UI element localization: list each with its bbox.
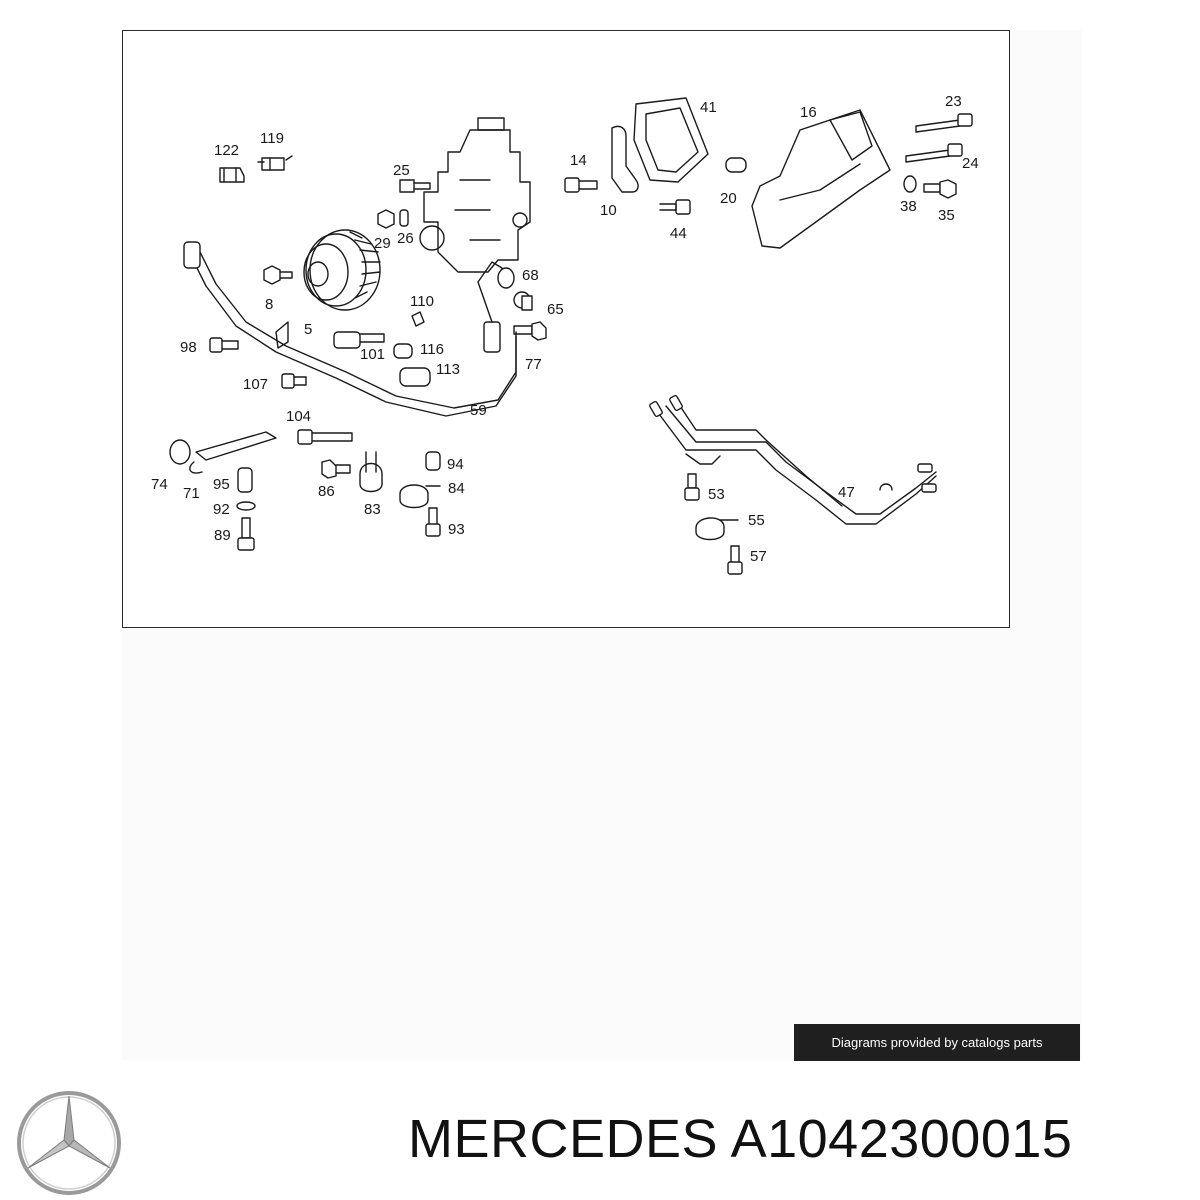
bolt-86-icon [321, 459, 351, 479]
diagram-credit-caption: Diagrams provided by catalogs parts [794, 1024, 1080, 1061]
part-number: A1042300015 [730, 1109, 1073, 1169]
callout-25: 25 [393, 162, 410, 179]
callout-101: 101 [360, 346, 385, 363]
clip-119-icon [257, 155, 293, 171]
steering-gear-icon [419, 117, 531, 273]
callout-29: 29 [374, 235, 391, 252]
callout-10: 10 [600, 202, 617, 219]
bolt-35-icon [923, 179, 957, 199]
callout-116: 116 [420, 341, 444, 358]
bolt-65-icon [513, 291, 533, 311]
callout-16: 16 [800, 104, 817, 121]
pulley-icon [303, 229, 381, 311]
clamp-5-icon [275, 321, 289, 349]
nut-29-icon [377, 209, 395, 229]
clamp-84-icon [399, 484, 441, 509]
bolt-14-icon [564, 177, 598, 193]
bolt-107-icon [281, 373, 307, 389]
clamp-55-icon [695, 517, 739, 541]
callout-110: 110 [410, 293, 434, 310]
callout-92: 92 [213, 501, 230, 518]
diagram-frame [122, 30, 1010, 628]
callout-113: 113 [436, 361, 460, 378]
callout-71: 71 [183, 485, 200, 502]
callout-24: 24 [962, 155, 979, 172]
callout-104: 104 [286, 408, 311, 425]
grommet-74-icon [169, 439, 191, 465]
callout-94: 94 [447, 456, 464, 473]
callout-38: 38 [900, 198, 917, 215]
brand-name: MERCEDES [408, 1109, 719, 1169]
callout-86: 86 [318, 483, 335, 500]
clip-122-icon [219, 167, 245, 183]
bolt-25-icon [399, 179, 431, 193]
callout-41: 41 [700, 99, 717, 116]
clip-110-icon [411, 311, 425, 327]
bracket-10-icon [611, 125, 639, 193]
bolt-53-icon [684, 473, 700, 501]
callout-89: 89 [214, 527, 231, 544]
callout-84: 84 [448, 480, 465, 497]
washer-68-icon [497, 267, 515, 289]
bolt-93-icon [425, 507, 441, 537]
sleeve-95-icon [237, 467, 253, 493]
callout-98: 98 [180, 339, 197, 356]
callout-57: 57 [750, 548, 767, 565]
washer-26-icon [399, 209, 409, 227]
callout-8: 8 [265, 296, 273, 313]
bolt-89-icon [237, 517, 255, 551]
callout-53: 53 [708, 486, 725, 503]
gasket-41-icon [633, 97, 709, 183]
clamp-83-icon [359, 451, 383, 493]
callout-119: 119 [260, 130, 284, 147]
callout-26: 26 [397, 230, 414, 247]
bolt-77-icon [513, 321, 547, 341]
callout-93: 93 [448, 521, 465, 538]
bolt-24-icon [905, 143, 963, 163]
callout-35: 35 [938, 207, 955, 224]
callout-44: 44 [670, 225, 687, 242]
callout-107: 107 [243, 376, 268, 393]
callout-47: 47 [838, 484, 855, 501]
callout-95: 95 [213, 476, 230, 493]
bolt-44-icon [659, 199, 691, 215]
callout-74: 74 [151, 476, 168, 493]
callout-68: 68 [522, 267, 539, 284]
bracket-16-icon [751, 109, 891, 249]
callout-14: 14 [570, 152, 587, 169]
callout-5: 5 [304, 321, 312, 338]
spacer-113-icon [399, 367, 431, 387]
product-title: MERCEDES A1042300015 [408, 1108, 1072, 1170]
callout-23: 23 [945, 93, 962, 110]
spacer-116-icon [393, 343, 413, 359]
pipe-47-icon [649, 394, 937, 525]
callout-83: 83 [364, 501, 381, 518]
stud-101-icon [333, 331, 385, 349]
bushing-20-icon [725, 157, 747, 173]
callout-77: 77 [525, 356, 542, 373]
bolt-98-icon [209, 337, 239, 353]
washer-38-icon [903, 175, 917, 193]
callout-55: 55 [748, 512, 765, 529]
callout-65: 65 [547, 301, 564, 318]
callout-59: 59 [470, 402, 487, 419]
bracket-71-icon [189, 431, 277, 474]
hose-59-icon [183, 241, 517, 417]
callout-122: 122 [214, 142, 239, 159]
sleeve-94-icon [425, 451, 441, 471]
mercedes-star-icon [17, 1091, 121, 1195]
washer-92-icon [236, 501, 256, 511]
bolt-57-icon [727, 545, 743, 575]
bolt-23-icon [915, 113, 973, 133]
bolt-104-icon [297, 429, 353, 445]
bolt-8-icon [263, 265, 293, 285]
callout-20: 20 [720, 190, 737, 207]
